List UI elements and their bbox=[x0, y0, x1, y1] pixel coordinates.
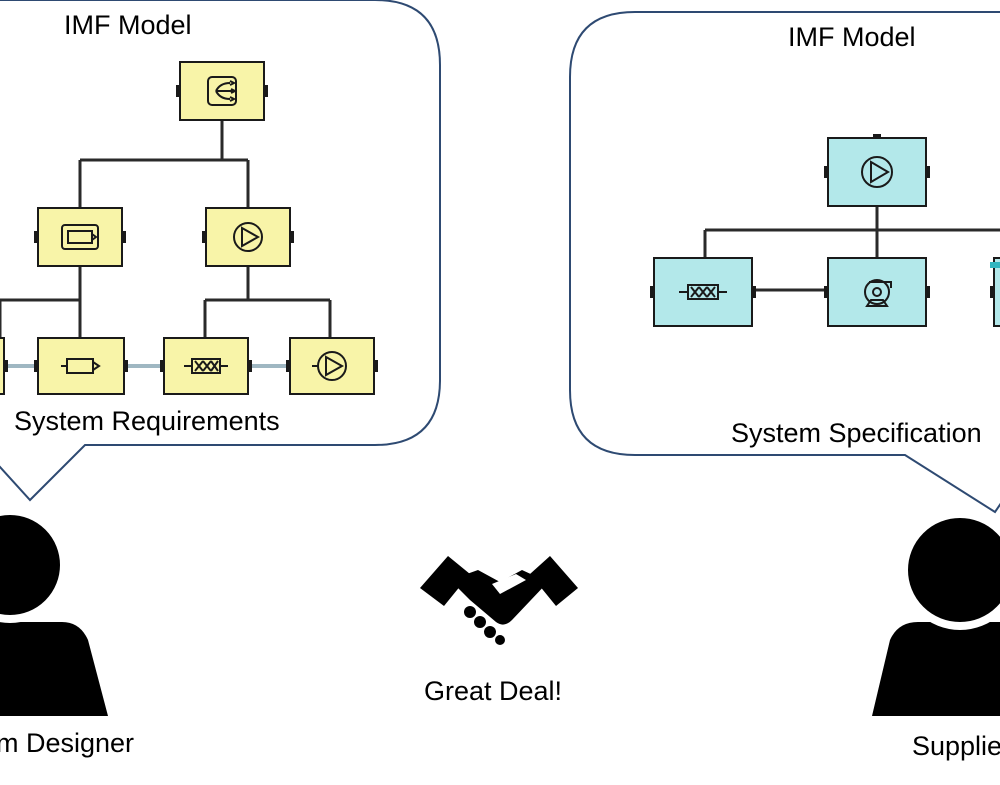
left-person-label: m Designer bbox=[0, 728, 135, 758]
deal-caption: Great Deal! bbox=[424, 676, 563, 706]
right-person-icon bbox=[872, 510, 1000, 716]
left-mid-block-2[interactable] bbox=[202, 207, 294, 267]
right-person-label: Supplie bbox=[912, 731, 1000, 761]
right-bottom-block-1[interactable] bbox=[650, 257, 756, 327]
right-panel-title: IMF Model bbox=[788, 22, 916, 52]
left-top-block[interactable] bbox=[176, 61, 268, 121]
left-panel-caption: System Requirements bbox=[14, 406, 280, 436]
right-bottom-block-2[interactable] bbox=[824, 257, 930, 327]
left-person-icon bbox=[0, 507, 108, 716]
handshake-icon bbox=[420, 556, 578, 645]
left-bottom-block-partial bbox=[0, 337, 8, 395]
left-panel-title: IMF Model bbox=[64, 10, 192, 40]
right-bottom-block-partial bbox=[990, 257, 1000, 327]
pipe-segment-icon bbox=[61, 224, 99, 250]
right-tree-connectors bbox=[703, 205, 1000, 292]
compressor-icon bbox=[864, 279, 892, 307]
left-mid-block-1[interactable] bbox=[34, 207, 126, 267]
pump-icon bbox=[861, 156, 893, 188]
valve-icon bbox=[184, 358, 228, 374]
left-tree-connectors bbox=[0, 120, 332, 338]
left-bottom-block-2[interactable] bbox=[160, 337, 252, 395]
left-bottom-block-3[interactable] bbox=[286, 337, 378, 395]
pipe-segment-icon bbox=[61, 358, 101, 374]
aspect-split-icon bbox=[207, 76, 238, 106]
pump-icon bbox=[312, 351, 347, 381]
right-panel-caption: System Specification bbox=[731, 418, 982, 448]
valve-icon bbox=[679, 284, 727, 300]
right-top-block[interactable] bbox=[824, 134, 930, 207]
left-bottom-block-1[interactable] bbox=[34, 337, 128, 395]
pump-icon bbox=[233, 222, 263, 252]
